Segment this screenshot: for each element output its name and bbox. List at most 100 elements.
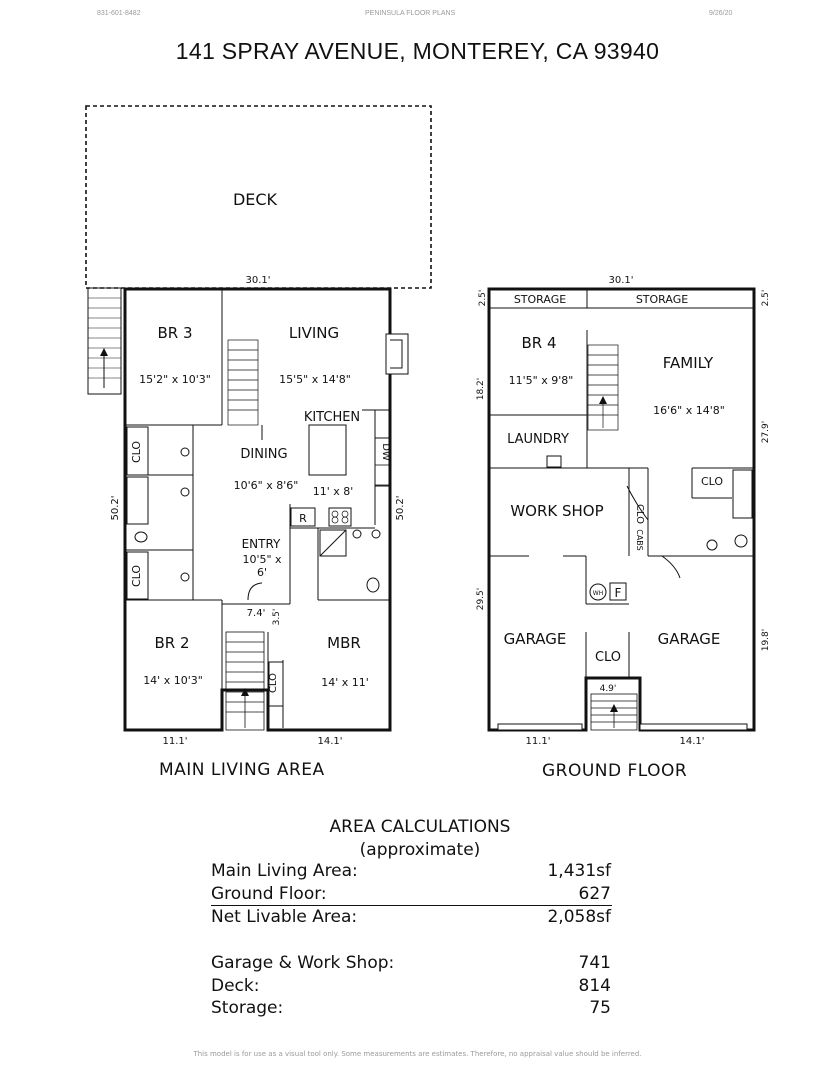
measure-main-bottom-right: 14.1' <box>317 736 342 747</box>
measure-ground-bottom-right: 14.1' <box>679 736 704 747</box>
kitchen-island <box>308 424 347 476</box>
dim-br3: 15'2" x 10'3" <box>139 373 211 386</box>
closet-mbr <box>268 661 284 707</box>
room-label-storage-right: STORAGE <box>636 293 688 306</box>
room-label-laundry: LAUNDRY <box>507 432 569 447</box>
dim-br2: 14' x 10'3" <box>143 674 203 687</box>
entry-door-swing <box>247 582 263 601</box>
room-label-workshop: WORK SHOP <box>510 502 603 520</box>
room-label-deck: DECK <box>233 190 278 209</box>
area-row: Storage: 75 <box>211 998 631 1020</box>
sink-mbr-1 <box>352 529 362 539</box>
measure-ground-top: 30.1' <box>608 275 633 286</box>
sink-ground <box>706 539 718 551</box>
area-row-label: Garage & Work Shop: <box>211 953 395 973</box>
area-row-label: Storage: <box>211 998 284 1018</box>
exterior-stair <box>87 287 122 395</box>
ground-interior-walls <box>489 289 754 678</box>
header-company: PENINSULA FLOOR PLANS <box>365 10 456 17</box>
label-clo-garage: CLO <box>595 650 621 665</box>
dim-living: 15'5" x 14'8" <box>279 373 351 386</box>
label-clo-mbr: CLO <box>268 673 279 693</box>
area-calc-subtitle: (approximate) <box>359 840 481 860</box>
header-date: 9/26/20 <box>709 10 733 17</box>
label-range: R <box>299 512 307 525</box>
toilet-mbr <box>366 577 380 593</box>
deck-outline <box>85 105 432 289</box>
label-clo-workshop: CLO <box>634 504 645 524</box>
laundry-sink <box>546 455 562 468</box>
refrigerator <box>290 507 316 527</box>
measure-br4-side: 18.2' <box>476 378 486 401</box>
garage-door-left <box>497 723 583 731</box>
kitchen-sink <box>374 464 390 486</box>
area-row-label: Net Livable Area: <box>211 907 358 927</box>
measure-main-top: 30.1' <box>245 275 270 286</box>
dim-dining: 10'6" x 8'6" <box>234 479 299 492</box>
area-row: Deck: 814 <box>211 976 631 998</box>
dim-kitchen: 11' x 8' <box>313 485 354 498</box>
area-row-value: 814 <box>578 976 611 996</box>
room-label-living: LIVING <box>289 324 339 342</box>
measure-main-left: 50.2' <box>110 495 121 520</box>
room-label-garage-right: GARAGE <box>658 630 721 648</box>
measure-main-right: 50.2' <box>395 495 406 520</box>
workshop-door-swing <box>626 485 649 521</box>
label-clo-br2: CLO <box>130 565 143 587</box>
main-level-plan: DECK 30.1' <box>85 105 771 747</box>
measure-landing-h: 3.5' <box>272 609 282 626</box>
closet-br3 <box>126 426 149 476</box>
room-label-entry: ENTRY <box>242 537 281 551</box>
measure-family-side: 27.9' <box>761 421 771 444</box>
dim-br4: 11'5" x 9'8" <box>509 374 574 387</box>
dim-mbr: 14' x 11' <box>321 676 369 689</box>
tub-ground <box>732 469 753 519</box>
label-dw: DW <box>380 443 391 461</box>
room-label-dining: DINING <box>240 447 287 462</box>
room-label-kitchen: KITCHEN <box>304 410 360 425</box>
measure-landing-w: 7.4' <box>247 608 266 619</box>
area-row: Net Livable Area: 2,058sf <box>211 907 631 929</box>
sink-1 <box>180 447 190 457</box>
room-label-family: FAMILY <box>663 354 714 372</box>
header-phone: 831-601-8482 <box>97 10 141 17</box>
shower-mbr <box>319 529 347 557</box>
caption-ground-floor: GROUND FLOOR <box>542 761 688 781</box>
area-row-value: 1,431sf <box>547 861 611 881</box>
measure-main-bottom-left: 11.1' <box>162 736 187 747</box>
label-water-heater: WH <box>593 590 603 597</box>
interior-stair-living <box>227 339 259 426</box>
dim-family: 16'6" x 14'8" <box>653 404 725 417</box>
label-clo-br3: CLO <box>130 441 143 463</box>
sum-divider <box>211 905 612 906</box>
tub-main <box>126 476 149 525</box>
main-exterior-walls <box>123 287 392 732</box>
sink-mbr-2 <box>371 529 381 539</box>
area-row-value: 627 <box>578 884 611 904</box>
room-label-br4: BR 4 <box>521 334 556 352</box>
property-address: 141 SPRAY AVENUE, MONTEREY, CA 93940 <box>175 38 660 64</box>
toilet-ground <box>734 534 748 548</box>
ground-interior-stair <box>587 344 619 431</box>
area-row-label: Ground Floor: <box>211 884 327 904</box>
area-row: Main Living Area: 1,431sf <box>211 861 631 883</box>
room-label-garage-left: GARAGE <box>504 630 567 648</box>
label-clo-bath: CLO <box>701 475 723 488</box>
room-label-br2: BR 2 <box>154 634 189 652</box>
area-row-value: 2,058sf <box>547 907 611 927</box>
fireplace <box>385 333 409 375</box>
area-row-value: 741 <box>578 953 611 973</box>
dishwasher <box>374 437 390 487</box>
sink-3 <box>180 572 190 582</box>
measure-storage-left: 2.5' <box>478 290 488 307</box>
measure-storage-right: 2.5' <box>761 290 771 307</box>
toilet-main <box>134 531 148 543</box>
area-calc-title: AREA CALCULATIONS <box>329 817 511 837</box>
room-label-br3: BR 3 <box>157 324 192 342</box>
label-furnace: F <box>615 586 622 600</box>
area-row-label: Main Living Area: <box>211 861 358 881</box>
cooktop <box>328 507 352 527</box>
dim-entry-2: 6' <box>257 566 267 579</box>
area-row-label: Deck: <box>211 976 260 996</box>
sink-2 <box>180 487 190 497</box>
